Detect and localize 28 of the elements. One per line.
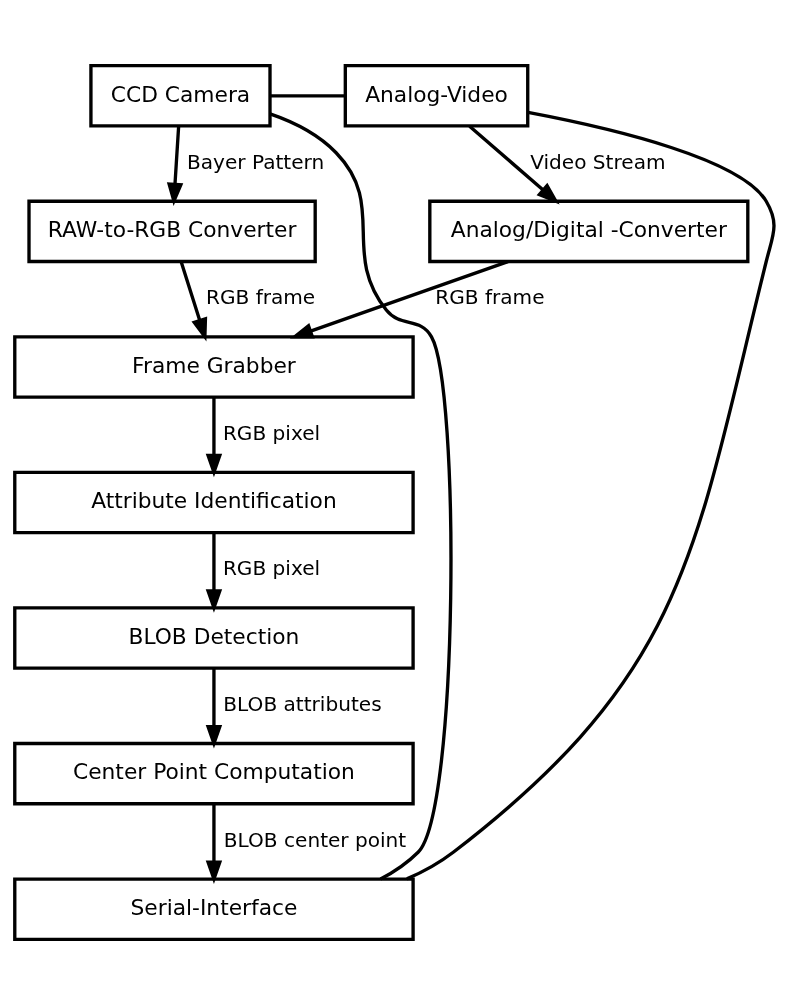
connector bbox=[406, 110, 776, 880]
node-box: Serial-Interface bbox=[13, 876, 415, 941]
node-box: Analog-Video bbox=[343, 63, 530, 128]
edge-label: RGB frame bbox=[206, 284, 316, 309]
edge-label: BLOB center point bbox=[223, 827, 407, 852]
node-box: CCD Camera bbox=[89, 63, 272, 128]
node-box: RAW-to-RGB Converter bbox=[27, 199, 317, 263]
arrow bbox=[289, 259, 509, 338]
arrow bbox=[205, 396, 223, 477]
connector bbox=[270, 93, 346, 97]
edge-label: BLOB attributes bbox=[223, 691, 382, 716]
node-box: Center Point Computation bbox=[13, 741, 415, 805]
edge-label: RGB frame bbox=[435, 284, 545, 309]
node-box: Attribute Identification bbox=[13, 470, 415, 534]
edge-label: Video Stream bbox=[530, 149, 666, 174]
arrow bbox=[205, 532, 223, 613]
arrow bbox=[179, 260, 208, 341]
node-box: BLOB Detection bbox=[13, 605, 415, 670]
edge-label: Bayer Pattern bbox=[187, 149, 325, 174]
arrow bbox=[205, 667, 223, 748]
node-box: Frame Grabber bbox=[13, 334, 415, 399]
edge-label: RGB pixel bbox=[222, 555, 321, 580]
arrow bbox=[166, 125, 184, 206]
edge-label: RGB pixel bbox=[222, 420, 321, 445]
arrow bbox=[205, 803, 223, 884]
node-box: Analog/Digital -Converter bbox=[428, 199, 750, 263]
arrow bbox=[468, 124, 560, 204]
connector bbox=[269, 111, 453, 881]
